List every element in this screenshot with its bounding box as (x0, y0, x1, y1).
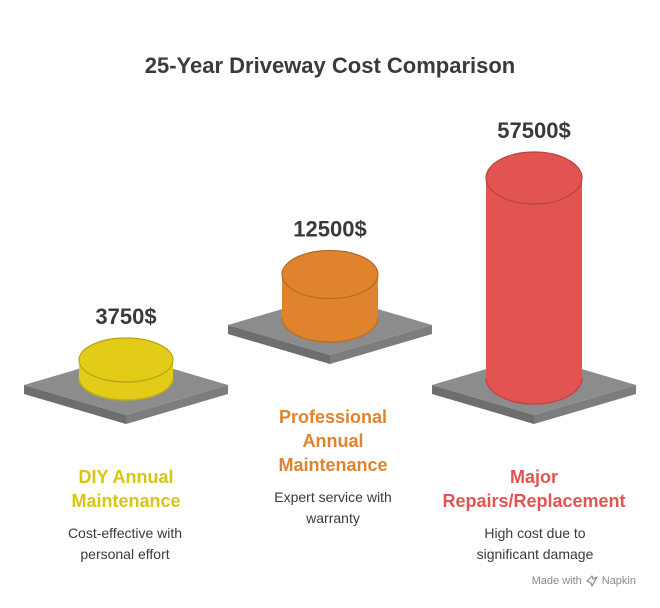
bar-top-major (485, 151, 583, 205)
base-side-right-diy (126, 385, 228, 424)
base-side-right-major (534, 385, 636, 424)
category-name-major: Major Repairs/Replacement (442, 467, 626, 511)
bar-top-diy (78, 337, 174, 383)
category-name-diy: DIY Annual Maintenance (71, 467, 181, 511)
bar-top-professional (281, 249, 379, 300)
category-desc-diy: Cost-effective with personal effort (67, 525, 183, 562)
bar-bottom-edge-diy (78, 377, 174, 401)
value-label-professional: 12500$ (293, 217, 366, 242)
category-desc-major: High cost due to significant damage (476, 525, 594, 562)
napkin-brand-text: Napkin (601, 575, 636, 587)
footer-credit: Made with Napkin (532, 575, 636, 587)
made-with-text: Made with (531, 575, 582, 587)
bar-body-major (486, 178, 582, 404)
base-side-left-professional (228, 325, 330, 364)
value-label-major: 57500$ (497, 118, 570, 143)
base-side-right-professional (330, 325, 432, 364)
chart-title: 25-Year Driveway Cost Comparison (144, 53, 516, 78)
base-side-left-major (432, 385, 534, 424)
value-label-diy: 3750$ (95, 304, 156, 329)
category-desc-professional: Expert service with warranty (274, 489, 392, 526)
napkin-logo-icon (586, 575, 598, 587)
base-side-left-diy (24, 385, 126, 424)
category-name-professional: Professional Annual Maintenance (278, 407, 388, 475)
bar-bottom-edge-professional (281, 317, 379, 343)
bar-bottom-edge-major (485, 377, 583, 405)
